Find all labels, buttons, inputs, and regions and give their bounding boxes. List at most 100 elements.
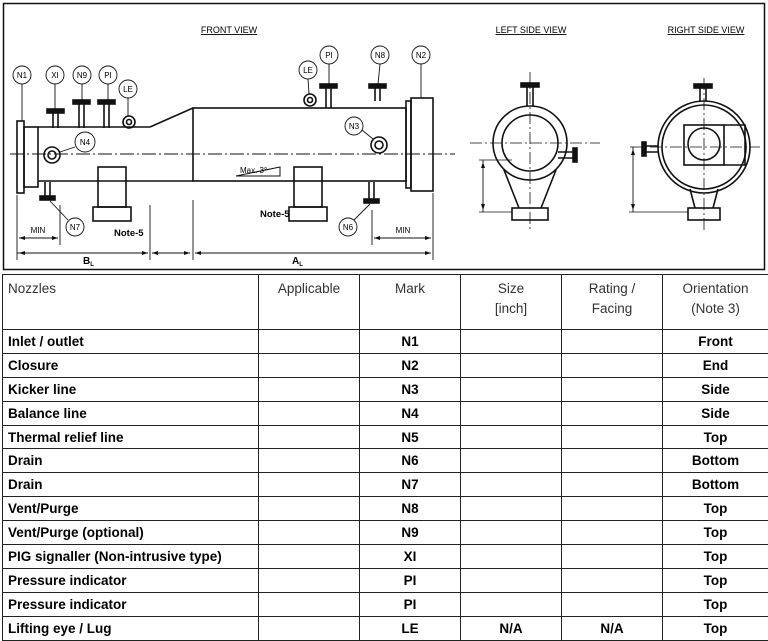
cell-mark: N4 [359, 400, 461, 426]
cell-rating [561, 472, 663, 498]
callout-n4: N4 [80, 138, 91, 147]
dim-min-left: MIN [31, 226, 46, 235]
cell-mark: N1 [359, 329, 461, 354]
cell-mark: N6 [359, 448, 461, 474]
major-barrel [192, 107, 407, 182]
cell-rating [561, 352, 663, 378]
drawing-frame [2, 2, 766, 271]
cell-size [460, 567, 562, 593]
cell-rating [561, 496, 663, 522]
table-header-row: Nozzles Applicable Mark Size[inch] Ratin… [2, 274, 768, 330]
cell-nozzle: Thermal relief line [2, 424, 259, 450]
cell-nozzle: Inlet / outlet [2, 329, 259, 354]
cell-size [460, 544, 562, 569]
cell-mark: N5 [359, 424, 461, 450]
cell-applicable [258, 352, 360, 378]
cell-orientation: Top [662, 615, 768, 641]
header-rating: Rating / Facing [561, 274, 663, 330]
cell-nozzle: Pressure indicator [2, 591, 259, 617]
nozzle-table: Nozzles Applicable Mark Size[inch] Ratin… [2, 274, 768, 641]
max-slope-note: Max. 3° [240, 166, 267, 175]
cell-orientation: Bottom [662, 472, 768, 498]
header-orientation: Orientation(Note 3) [662, 274, 768, 330]
cell-rating [561, 591, 663, 617]
closure-flange [410, 97, 434, 192]
cell-applicable [258, 424, 360, 450]
cell-size [460, 329, 562, 354]
cell-mark: XI [359, 544, 461, 569]
table-row: Thermal relief line N5 Top [2, 424, 768, 450]
cell-mark: N8 [359, 496, 461, 522]
cell-nozzle: Lifting eye / Lug [2, 615, 259, 641]
header-size-line1: Size [497, 281, 525, 296]
callout-le-left: LE [123, 85, 133, 94]
header-rating-line2: Facing [591, 301, 633, 316]
left-side-view-title: LEFT SIDE VIEW [496, 25, 567, 35]
cell-size [460, 472, 562, 498]
cell-orientation: Top [662, 496, 768, 522]
cell-orientation: Top [662, 424, 768, 450]
dim-al: AL [292, 256, 303, 268]
cell-nozzle: Vent/Purge [2, 496, 259, 522]
cell-size [460, 376, 562, 402]
cell-size [460, 400, 562, 426]
cell-rating [561, 567, 663, 593]
header-mark: Mark [359, 274, 461, 330]
cell-nozzle: Balance line [2, 400, 259, 426]
callout-n3: N3 [349, 122, 360, 131]
dim-bl: BL [83, 256, 94, 268]
cell-applicable [258, 544, 360, 569]
cell-nozzle: Drain [2, 448, 259, 474]
header-size-line2: [inch] [494, 301, 528, 316]
front-dimensions [16, 193, 434, 260]
callout-n6: N6 [343, 223, 354, 232]
dim-min-right: MIN [396, 226, 411, 235]
left-side-view [470, 72, 600, 232]
cell-applicable [258, 520, 360, 546]
cell-rating [561, 520, 663, 546]
callout-pi-right: PI [325, 51, 333, 60]
cell-orientation: End [662, 352, 768, 378]
cell-nozzle: Closure [2, 352, 259, 378]
header-orientation-line2: (Note 3) [691, 301, 740, 316]
cell-applicable [258, 591, 360, 617]
cell-rating [561, 329, 663, 354]
callout-xi: XI [51, 71, 59, 80]
header-size: Size [inch] [460, 274, 562, 330]
cell-nozzle: Pressure indicator [2, 567, 259, 593]
cell-nozzle: Kicker line [2, 376, 259, 402]
note5-right: Note-5 [260, 209, 290, 220]
minor-barrel-flange [16, 120, 25, 194]
callout-n7: N7 [70, 223, 81, 232]
cell-size: N/A [460, 615, 562, 641]
cell-mark: N9 [359, 520, 461, 546]
right-side-view-title: RIGHT SIDE VIEW [668, 25, 745, 35]
cell-orientation: Side [662, 376, 768, 402]
cell-applicable [258, 400, 360, 426]
table-row: Inlet / outlet N1 Front [2, 329, 768, 354]
cell-nozzle: Drain [2, 472, 259, 498]
cell-size [460, 448, 562, 474]
cell-applicable [258, 376, 360, 402]
callout-n2: N2 [416, 51, 427, 60]
front-view [10, 83, 455, 222]
header-applicable: Applicable [258, 274, 360, 330]
minor-barrel-hub [23, 126, 39, 188]
cell-size [460, 496, 562, 522]
cell-mark: N3 [359, 376, 461, 402]
cell-rating [561, 424, 663, 450]
callout-n9: N9 [77, 71, 88, 80]
cell-applicable [258, 496, 360, 522]
cell-applicable [258, 329, 360, 354]
cell-mark: LE [359, 615, 461, 641]
cell-orientation: Front [662, 329, 768, 354]
header-rating-line1: Rating / [588, 281, 636, 296]
cell-nozzle: PIG signaller (Non-intrusive type) [2, 544, 259, 569]
